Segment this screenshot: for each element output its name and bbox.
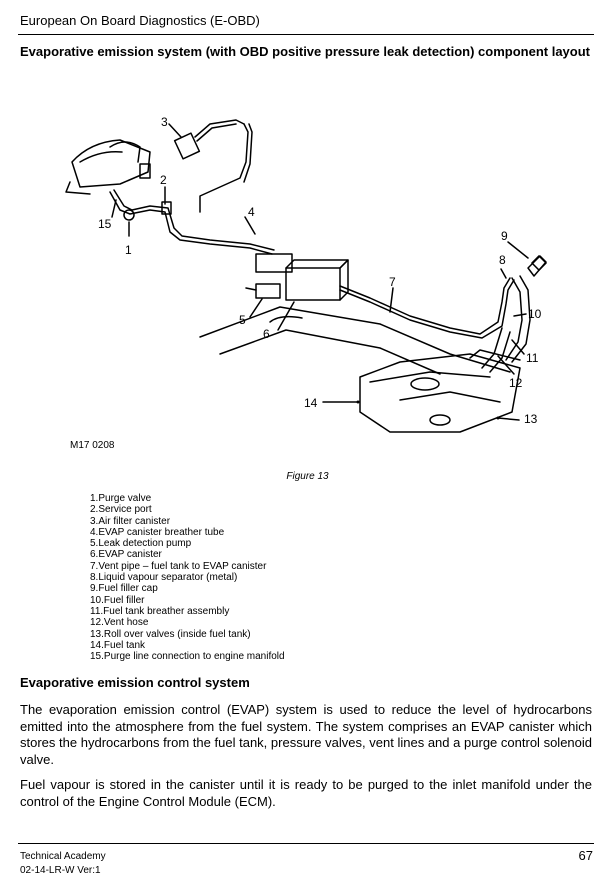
callout-3: 3: [161, 115, 168, 129]
legend-item: 7.Vent pipe – fuel tank to EVAP canister: [90, 560, 267, 572]
callout-2: 2: [160, 173, 167, 187]
legend-item: 1.Purge valve: [90, 493, 152, 504]
legend-item: 2.Service port: [90, 504, 152, 516]
engine-manifold-drawing: [65, 139, 151, 195]
vent-pipe-line: [339, 277, 511, 335]
callout-8: 8: [499, 253, 506, 267]
callout-13: 13: [524, 412, 538, 426]
legend-item: 15.Purge line connection to engine manif…: [90, 651, 285, 663]
subsection-title: Evaporative emission control system: [20, 675, 250, 690]
legend-item: 4.EVAP canister breather tube: [90, 526, 225, 538]
legend-item: 12.Vent hose: [90, 617, 149, 629]
callout-11: 11: [526, 351, 539, 365]
callout-1: 1: [125, 243, 132, 257]
header-rule: [18, 34, 594, 35]
body-paragraph: The evaporation emission control (EVAP) …: [20, 702, 592, 767]
footer-document-code: 02-14-LR-W Ver:1: [20, 865, 101, 876]
leak-detection-pump-drawing: [245, 283, 281, 299]
document-header-title: European On Board Diagnostics (E-OBD): [20, 13, 260, 28]
air-filter-canister-drawing: [173, 119, 245, 160]
page-number: 67: [578, 848, 593, 863]
breather-tube-line: [199, 123, 249, 213]
footer-rule: [18, 843, 594, 844]
legend-item: 11.Fuel tank breather assembly: [90, 605, 230, 617]
legend-item: 14.Fuel tank: [90, 639, 146, 651]
fuel-tank-drawing: [359, 349, 521, 433]
legend-item: 10.Fuel filler: [90, 594, 145, 606]
legend-item: 9.Fuel filler cap: [90, 583, 158, 595]
component-legend: 1.Purge valve 2.Service port 3.Air filte…: [90, 493, 285, 662]
callout-12: 12: [509, 376, 523, 390]
legend-item: 8.Liquid vapour separator (metal): [90, 572, 238, 584]
evap-canister-drawing: [255, 253, 349, 301]
legend-item: 13.Roll over valves (inside fuel tank): [90, 628, 251, 640]
legend-item: 6.EVAP canister: [90, 549, 162, 561]
component-layout-diagram: 3 2 4 15 1 5 6 7 9 8 10 11 12 13 14: [50, 92, 570, 472]
callout-6: 6: [263, 327, 270, 341]
footer-info: Technical Academy 02-14-LR-W Ver:1: [20, 850, 106, 878]
legend-item: 3.Air filter canister: [90, 515, 171, 527]
legend-item: 5.Leak detection pump: [90, 538, 192, 550]
callout-7: 7: [389, 275, 396, 289]
section-heading: Evaporative emission system (with OBD po…: [20, 44, 590, 59]
body-paragraph: Fuel vapour is stored in the canister un…: [20, 777, 592, 809]
figure-code: M17 0208: [70, 440, 115, 451]
callout-10: 10: [528, 307, 542, 321]
footer-organization: Technical Academy: [20, 851, 106, 862]
callout-9: 9: [501, 229, 508, 243]
callout-15: 15: [98, 217, 112, 231]
callout-14: 14: [304, 396, 318, 410]
vent-hose-line: [481, 327, 503, 369]
callout-5: 5: [239, 313, 246, 327]
callout-4: 4: [248, 205, 255, 219]
figure-caption: Figure 13: [286, 471, 329, 482]
